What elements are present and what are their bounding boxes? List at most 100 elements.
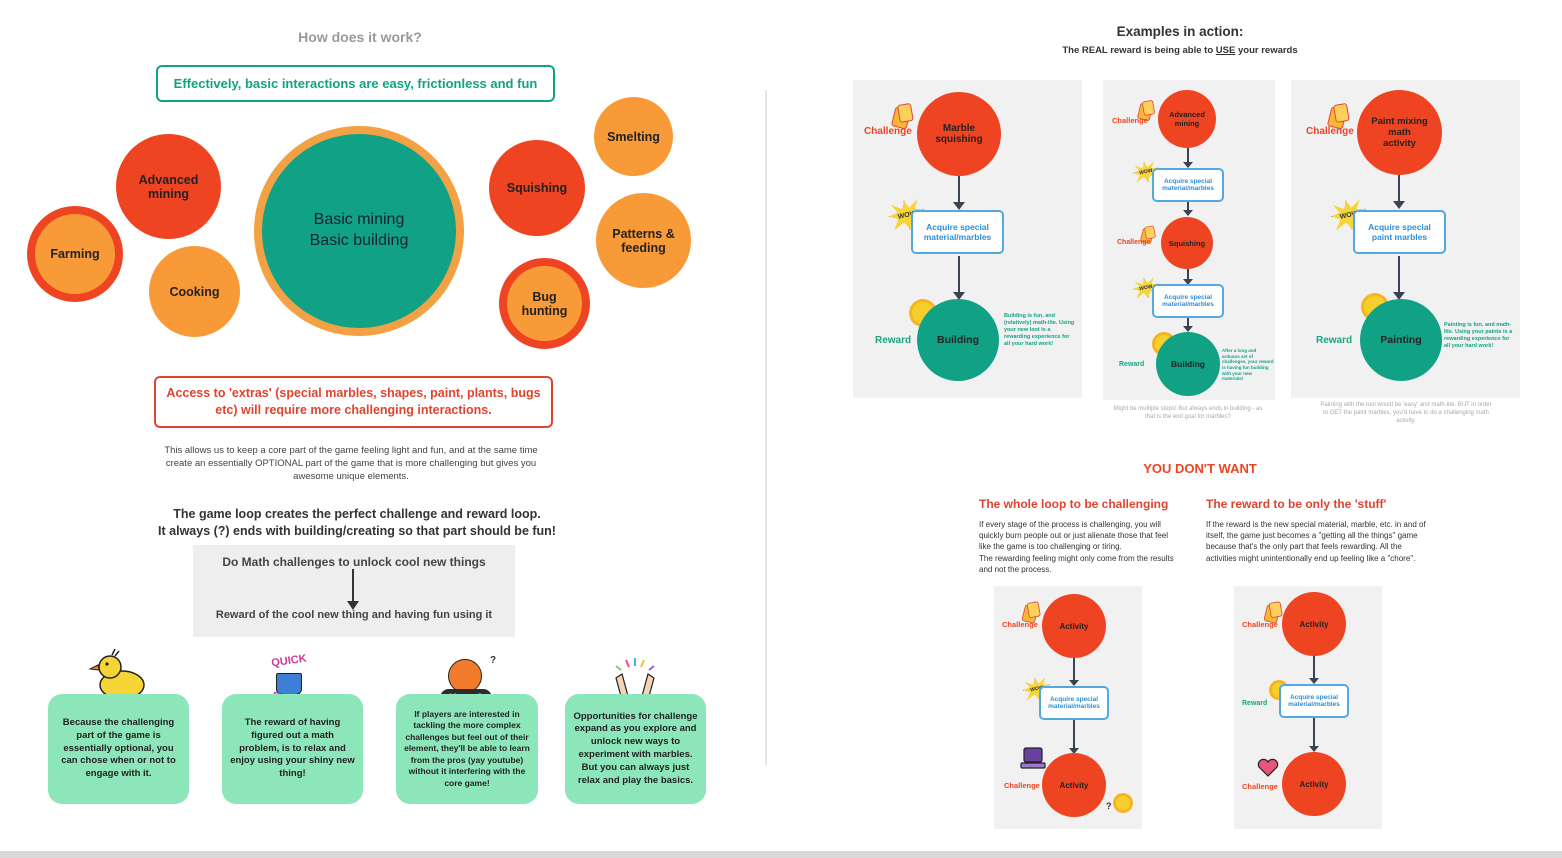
- dont-want-heading: YOU DON'T WANT: [1143, 461, 1257, 476]
- acquire-label: Acquire special material/marbles: [1048, 696, 1100, 710]
- activity-bottom-circle: Activity: [1282, 752, 1346, 816]
- acquire-label-2: Acquire special material/marbles: [1162, 294, 1214, 308]
- horizontal-scrollbar[interactable]: [0, 851, 1562, 858]
- basic-mining-label: Basic mining Basic building: [309, 211, 409, 249]
- farming-label: Farming: [50, 247, 100, 261]
- arrow-down-icon: [1393, 175, 1405, 209]
- reward-label: Reward: [1119, 361, 1145, 368]
- squishing-circle: Squishing: [489, 140, 585, 236]
- arrow-down-icon: [1183, 269, 1193, 285]
- arrow-down-icon: [1069, 658, 1079, 686]
- farming-circle: Farming: [27, 206, 123, 302]
- extras-box: Access to 'extras' (special marbles, sha…: [154, 376, 553, 428]
- acquire-box: Acquire special material/marbles: [911, 210, 1004, 254]
- example-2-note: After a long and arduous set of challeng…: [1222, 348, 1274, 382]
- challenge-label: Challenge: [1004, 781, 1040, 790]
- laptop-icon: [1020, 747, 1046, 769]
- acquire-box-2: Acquire special material/marbles: [1152, 284, 1224, 318]
- loop-arrow-icon: [347, 569, 359, 610]
- painting-label: Painting: [1380, 334, 1422, 346]
- basic-mining-circle: Basic mining Basic building: [254, 126, 464, 336]
- marble-squishing-label: Marble squishing: [935, 123, 983, 145]
- arrow-down-icon: [1393, 256, 1405, 300]
- cooking-label: Cooking: [169, 284, 220, 299]
- activity-top-circle: Activity: [1042, 594, 1106, 658]
- dont-card-1: Challenge Activity WOW Acquire special m…: [994, 586, 1142, 829]
- challenge-label: Challenge: [1242, 620, 1278, 629]
- arrow-down-icon: [1309, 656, 1319, 684]
- acquire-paint-box: Acquire special paint marbles: [1353, 210, 1446, 254]
- dont-2-text: If the reward is the new special materia…: [1206, 520, 1426, 563]
- activity-bottom-circle: Activity: [1042, 753, 1106, 817]
- question-mark: ?: [1106, 801, 1112, 811]
- acquire-box-1: Acquire special material/marbles: [1152, 168, 1224, 202]
- right-subheading: The REAL reward is being able to USE you…: [1062, 45, 1298, 56]
- card-opportunities: Opportunities for challenge expand as yo…: [565, 694, 706, 804]
- arrow-down-icon: [953, 256, 965, 300]
- squishing-step-circle: Squishing: [1161, 217, 1213, 269]
- acquire-box: Acquire special material/marbles: [1279, 684, 1349, 718]
- acquire-paint-label: Acquire special paint marbles: [1368, 222, 1431, 242]
- challenge-label: Challenge: [1112, 116, 1148, 125]
- loop-line-1: The game loop creates the perfect challe…: [173, 507, 541, 521]
- arrow-down-icon: [1183, 318, 1193, 332]
- description-text: This allows us to keep a core part of th…: [164, 445, 538, 482]
- duck-icon: [88, 648, 145, 708]
- arrow-down-icon: [953, 176, 965, 210]
- building-circle: Building: [917, 299, 999, 381]
- advanced-mining-circle: Advanced mining: [116, 134, 221, 239]
- example-1-note: Building is fun, and (relatively) math-l…: [1004, 313, 1075, 347]
- activity-top-label: Activity: [1059, 621, 1089, 631]
- loop-line-2: It always (?) ends with building/creatin…: [158, 524, 556, 538]
- right-heading: Examples in action:: [1116, 24, 1244, 39]
- acquire-label: Acquire special material/marbles: [923, 222, 992, 242]
- building-step-label: Building: [1171, 359, 1205, 369]
- dont-1-title: The whole loop to be challenging: [979, 497, 1169, 511]
- example-2-caption: Might be multiple steps! But always ends…: [1113, 406, 1263, 420]
- dont-2-title: The reward to be only the 'stuff': [1206, 497, 1387, 511]
- reward-label: Reward: [1316, 335, 1353, 346]
- activity-bottom-label: Activity: [1299, 779, 1329, 789]
- loop-box-bottom: Reward of the cool new thing and having …: [215, 609, 493, 621]
- example-card-3: Challenge Paint mixing math activity WOW…: [1291, 80, 1520, 398]
- bug-hunting-label: Bug hunting: [521, 289, 568, 318]
- activity-top-label: Activity: [1299, 619, 1329, 629]
- advanced-mining-circle: Advanced mining: [1158, 90, 1216, 148]
- acquire-box: Acquire special material/marbles: [1039, 686, 1109, 720]
- hmm-question-mark: ?: [490, 655, 497, 666]
- example-card-1: Challenge Marble squishing WOW Acquire s…: [853, 80, 1082, 398]
- challenge-label: Challenge: [1117, 239, 1151, 246]
- left-heading: How does it work?: [298, 29, 422, 45]
- patterns-label: Patterns & feeding: [612, 226, 675, 255]
- loop-box-top: Do Math challenges to unlock cool new th…: [222, 555, 486, 569]
- card-optional: Because the challenging part of the game…: [48, 694, 189, 804]
- paint-mixing-circle: Paint mixing math activity: [1357, 90, 1442, 175]
- card-reward: The reward of having figured out a math …: [222, 694, 363, 804]
- squishing-label: Squishing: [506, 181, 568, 195]
- arrow-down-icon: [1309, 718, 1319, 752]
- reward-label: Reward: [875, 335, 912, 346]
- acquire-label-1: Acquire special material/marbles: [1162, 178, 1214, 192]
- painting-circle: Painting: [1360, 299, 1442, 381]
- challenge-label: Challenge: [1002, 620, 1038, 629]
- example-3-note: Painting is fun, and math-lite. Using yo…: [1444, 322, 1513, 349]
- bug-hunting-circle: Bug hunting: [499, 258, 590, 349]
- example-3-caption: Painting with the tool would be 'easy' a…: [1320, 402, 1492, 424]
- paint-mixing-label: Paint mixing math activity: [1371, 116, 1428, 149]
- activity-top-circle: Activity: [1282, 592, 1346, 656]
- challenge-label: Challenge: [1242, 782, 1278, 791]
- squishing-step-label: Squishing: [1168, 238, 1206, 248]
- advanced-mining-label: Advanced mining: [138, 172, 199, 201]
- arrow-down-icon: [1183, 202, 1193, 216]
- building-label: Building: [937, 334, 979, 346]
- reward-label: Reward: [1242, 700, 1268, 707]
- heart-icon: [1257, 758, 1279, 777]
- patterns-circle: Patterns & feeding: [596, 193, 691, 288]
- advanced-mining-label: Advanced mining: [1169, 110, 1205, 128]
- card-learn: If players are interested in tackling th…: [396, 694, 538, 804]
- marble-squishing-circle: Marble squishing: [917, 92, 1001, 176]
- challenge-label: Challenge: [864, 126, 912, 137]
- loop-box: Do Math challenges to unlock cool new th…: [193, 545, 515, 637]
- dont-card-2: Challenge Activity Reward Acquire specia…: [1234, 586, 1382, 829]
- arrow-down-icon: [1183, 148, 1193, 168]
